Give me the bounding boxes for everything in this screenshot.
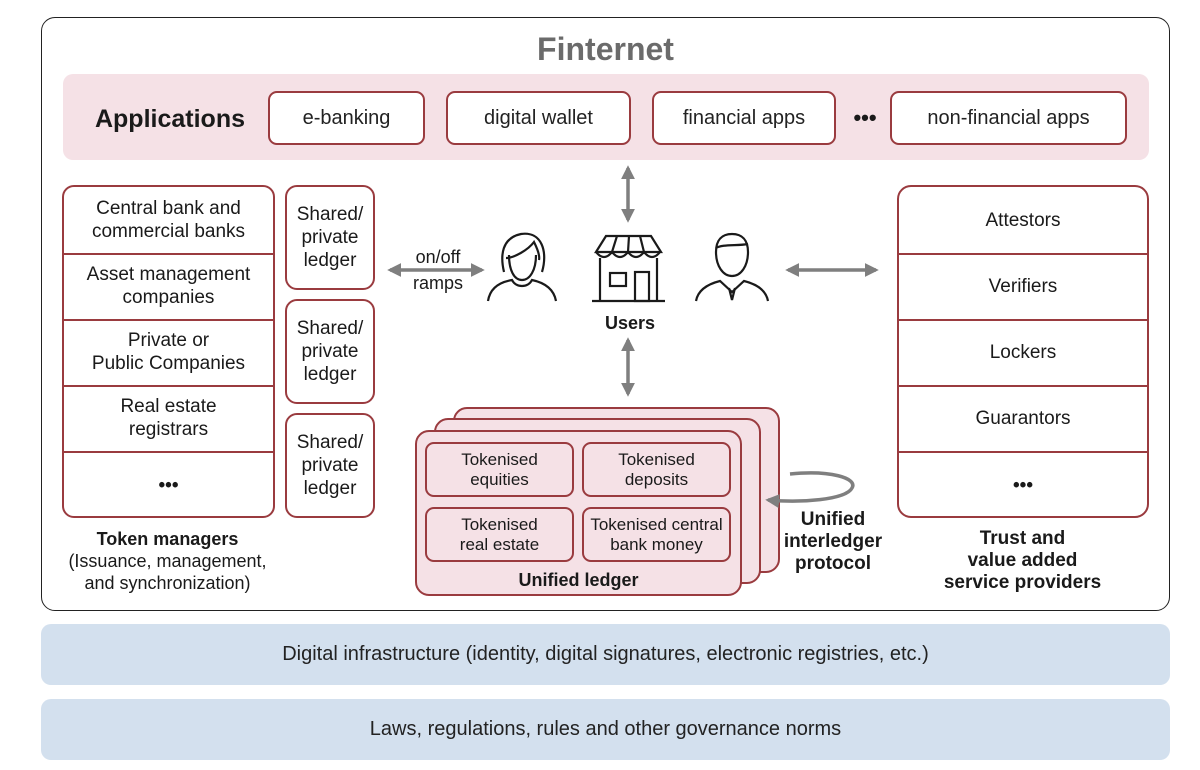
applications-label: Applications bbox=[94, 104, 245, 133]
app-digital-wallet: digital wallet bbox=[446, 91, 631, 145]
provider-attestors: Attestors bbox=[899, 187, 1147, 255]
app-financial-apps: financial apps bbox=[652, 91, 836, 145]
trust-providers-column: Attestors Verifiers Lockers Guarantors •… bbox=[897, 185, 1149, 518]
token-manager-ellipsis: ••• bbox=[158, 475, 179, 496]
provider-verifiers: Verifiers bbox=[899, 253, 1147, 321]
token-managers-caption: Token managers (Issuance, management, an… bbox=[68, 529, 267, 593]
apps-ellipsis: ••• bbox=[853, 105, 877, 130]
app-non-financial-apps: non-financial apps bbox=[890, 91, 1127, 145]
app-e-banking: e-banking bbox=[268, 91, 425, 145]
diagram-title: Finternet bbox=[537, 30, 674, 67]
woman-icon bbox=[486, 232, 558, 302]
store-icon bbox=[592, 234, 665, 303]
unified-ledger-label: Unified ledger bbox=[518, 569, 639, 590]
businessman-icon bbox=[694, 232, 770, 302]
provider-guarantors: Guarantors bbox=[899, 385, 1147, 453]
users-label: Users bbox=[604, 312, 656, 333]
provider-ellipsis: ••• bbox=[1013, 475, 1033, 496]
provider-lockers: Lockers bbox=[899, 319, 1147, 387]
trust-providers-caption: Trust and value added service providers bbox=[943, 528, 1102, 593]
digital-infrastructure-band: Digital infrastructure (identity, digita… bbox=[41, 624, 1170, 685]
governance-band: Laws, regulations, rules and other gover… bbox=[41, 699, 1170, 760]
interledger-loop-arrow bbox=[765, 471, 855, 509]
